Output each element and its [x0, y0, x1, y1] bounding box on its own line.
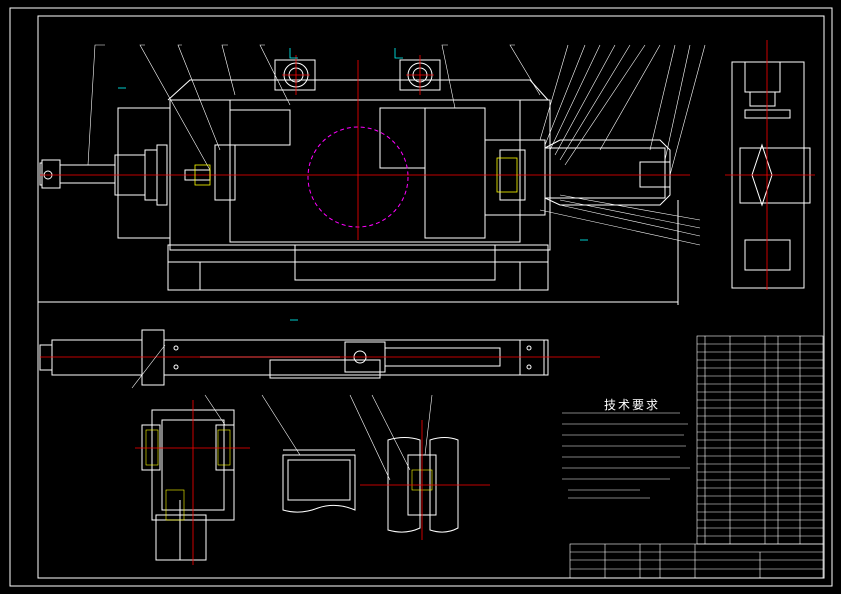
highlight-details — [194, 157, 518, 193]
sheet-outer-border — [9, 7, 833, 587]
plan-view — [39, 329, 549, 386]
section-leaders — [131, 344, 433, 481]
parts-list-table — [696, 335, 824, 545]
section-detail-a-hatch — [145, 429, 231, 521]
centerlines-main — [40, 55, 690, 240]
section-centerlines — [135, 400, 490, 565]
dimension-marks-cyan — [118, 48, 588, 321]
section-detail-a — [141, 409, 235, 561]
leader-lines-main — [87, 44, 706, 246]
tech-requirements-lines — [562, 412, 690, 499]
side-view-centerlines — [725, 40, 815, 290]
main-front-view — [37, 59, 679, 305]
tech-requirements-title: 技术要求 — [604, 398, 661, 412]
title-block — [569, 543, 824, 579]
section-detail-b — [282, 449, 356, 513]
